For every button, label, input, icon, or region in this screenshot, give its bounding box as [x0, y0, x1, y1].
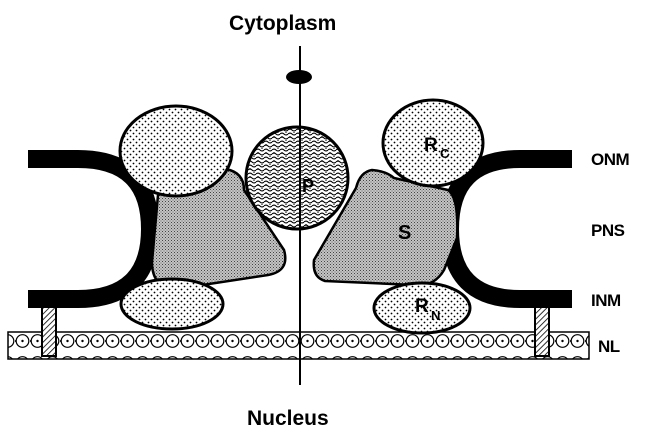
cytoplasmic-fibril-knob: [286, 70, 312, 84]
ring-n-subscript: N: [431, 308, 440, 323]
ring-n-label: R: [415, 296, 429, 317]
left-nucleoplasmic-ring: [121, 279, 223, 329]
ring-c-subscript: C: [440, 146, 450, 161]
central-plug: [246, 127, 348, 229]
right-membrane: [450, 159, 572, 299]
spoke-label: S: [398, 222, 411, 244]
ring-c-label: R: [424, 135, 438, 156]
right-anchor-post: [535, 304, 549, 356]
plug-label: P: [302, 176, 314, 196]
left-cytoplasmic-ring: [120, 106, 232, 196]
nuclear-lamina: [8, 332, 589, 359]
left-anchor-post: [42, 304, 56, 356]
